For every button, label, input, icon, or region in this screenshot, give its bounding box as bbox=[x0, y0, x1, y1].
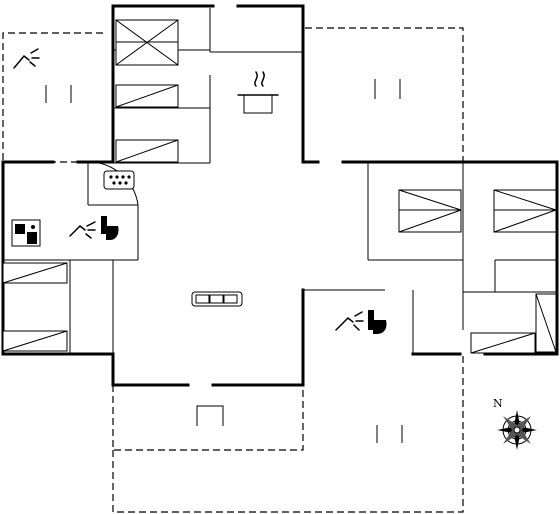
bed bbox=[115, 19, 179, 66]
shower-icon bbox=[335, 311, 364, 331]
bed bbox=[2, 330, 68, 352]
bed bbox=[493, 189, 557, 233]
bed bbox=[398, 189, 462, 233]
terrace-top-right bbox=[305, 27, 464, 162]
toilet-icon bbox=[368, 310, 387, 334]
bedroom-top-center bbox=[112, 5, 211, 164]
outdoor-shower-icon bbox=[13, 48, 40, 69]
bed bbox=[115, 139, 179, 163]
kitchen-pot-icon bbox=[237, 71, 279, 114]
bed bbox=[470, 332, 536, 354]
bed bbox=[115, 84, 179, 108]
terrace-bottom bbox=[112, 355, 464, 513]
sofa-icon bbox=[191, 291, 243, 307]
hot-tub-icon bbox=[103, 170, 135, 190]
sauna-icon bbox=[11, 219, 41, 247]
shower-icon bbox=[69, 221, 96, 239]
compass-rose-icon bbox=[497, 410, 537, 450]
bathroom-left bbox=[3, 161, 139, 261]
bathroom-right bbox=[301, 288, 414, 356]
kitchen bbox=[210, 51, 303, 114]
toilet-icon bbox=[101, 216, 119, 240]
bedroom-right-2 bbox=[493, 189, 557, 261]
bedroom-left bbox=[2, 260, 71, 354]
bedroom-right-1 bbox=[367, 162, 464, 330]
bed bbox=[2, 262, 68, 284]
bed bbox=[535, 293, 557, 353]
living-room bbox=[112, 260, 243, 354]
exterior-walls bbox=[1, 4, 559, 387]
bedroom-right-3 bbox=[463, 260, 557, 354]
compass-north-label: N bbox=[493, 397, 503, 410]
terrace-top-left bbox=[2, 32, 103, 163]
